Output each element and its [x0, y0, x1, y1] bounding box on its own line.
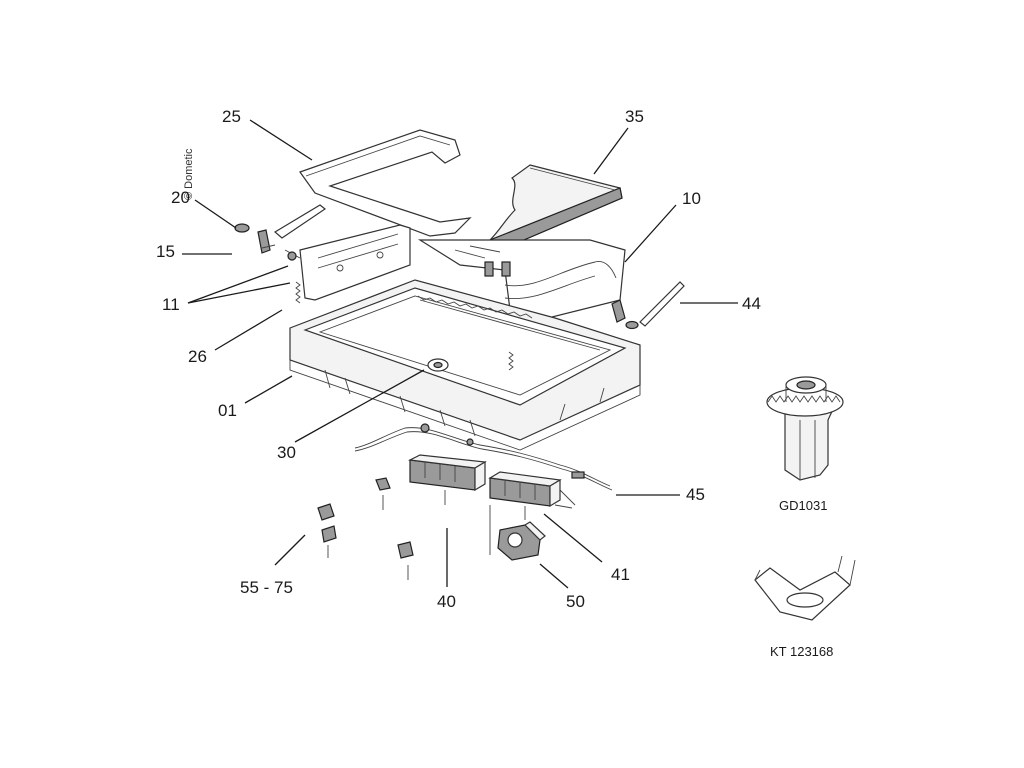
- leader-01: [244, 375, 293, 404]
- callout-35: 35: [625, 107, 644, 126]
- part-40-switch-block: [407, 454, 487, 505]
- leader-11b: [187, 282, 291, 304]
- leader-lines: [182, 119, 738, 589]
- part-15-hinge-bracket: [234, 223, 276, 254]
- gear-part: [766, 376, 844, 481]
- part-55-75-fasteners: [317, 477, 414, 580]
- left-frame-panel: [299, 224, 411, 301]
- leader-10: [624, 204, 677, 263]
- part-35-screen-panel: [488, 164, 623, 249]
- callout-15: 15: [156, 242, 175, 261]
- part-25-seal-frame: [299, 129, 472, 237]
- callout-50: 50: [566, 592, 585, 611]
- leader-26: [214, 309, 283, 351]
- leader-25: [249, 119, 313, 161]
- callout-45: 45: [686, 485, 705, 504]
- callout-numbers: 25 35 20 10 15 11 44 26 01 30 45 55 - 75…: [156, 107, 761, 611]
- part-11-arm: [273, 204, 327, 261]
- leader-20: [194, 199, 237, 229]
- callout-10: 10: [682, 189, 701, 208]
- leader-55-75: [274, 534, 306, 566]
- callout-01: 01: [218, 401, 237, 420]
- part-44-strut: [611, 281, 685, 330]
- callout-44: 44: [742, 294, 761, 313]
- part-10-inner-frame: [417, 239, 626, 321]
- callout-30: 30: [277, 443, 296, 462]
- gear-code-label: GD1031: [779, 498, 827, 513]
- callout-41: 41: [611, 565, 630, 584]
- part-45-cable-harness: [354, 423, 613, 509]
- leader-41: [543, 513, 603, 563]
- leader-30: [294, 369, 425, 443]
- part-41-switch-block: [488, 471, 562, 520]
- part-01-base-tray: [289, 279, 641, 451]
- callout-11: 11: [162, 295, 180, 314]
- callout-55-75: 55 - 75: [240, 578, 293, 597]
- part-50-motor: [489, 505, 546, 561]
- copyright-text: © Dometic: [183, 148, 195, 200]
- callout-40: 40: [437, 592, 456, 611]
- clip-code-label: KT 123168: [770, 644, 833, 659]
- leader-11a: [187, 265, 289, 304]
- leader-35: [593, 127, 629, 175]
- leader-50: [539, 563, 569, 589]
- callout-26: 26: [188, 347, 207, 366]
- callout-25: 25: [222, 107, 241, 126]
- clip-part: [754, 555, 856, 621]
- part-26-spring: [295, 281, 301, 304]
- callout-20: 20: [171, 188, 190, 207]
